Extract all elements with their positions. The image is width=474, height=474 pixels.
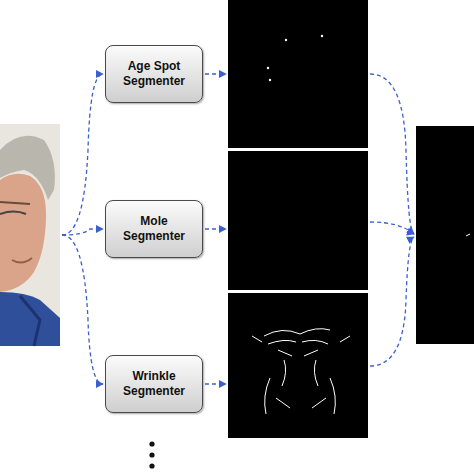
segmenter-box: Wrinkle Segmenter: [105, 355, 203, 413]
ellipsis-dots: [149, 441, 154, 468]
flow-arrow: [62, 74, 414, 384]
box-label: Mole Segmenter: [114, 214, 194, 244]
combined-panel: [416, 126, 474, 344]
output-panel: [228, 0, 368, 148]
face-photo: [0, 124, 60, 346]
box-label: Wrinkle Segmenter: [114, 369, 194, 399]
segmenter-box: Age Spot Segmenter: [105, 45, 203, 103]
output-panel: [228, 151, 368, 290]
segmenter-box: Mole Segmenter: [105, 200, 203, 258]
box-label: Age Spot Segmenter: [114, 59, 194, 89]
output-panel: [228, 293, 368, 438]
